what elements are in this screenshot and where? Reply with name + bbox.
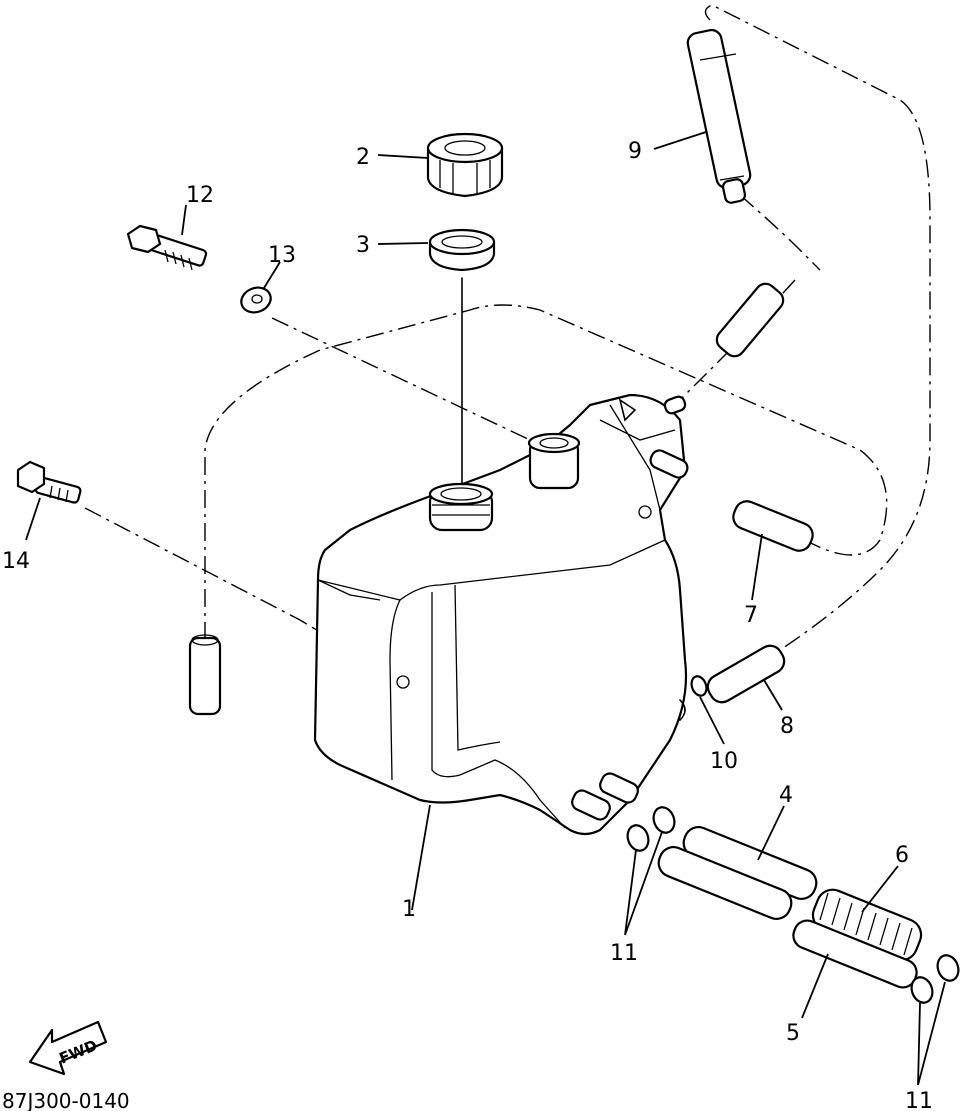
callout-9: 9 <box>628 139 642 164</box>
hose-7 <box>732 500 814 552</box>
bolt-14 <box>16 460 82 504</box>
clip-10 <box>690 675 708 697</box>
callout-5: 5 <box>786 1021 800 1046</box>
callout-labels: 1 2 3 4 5 6 7 8 9 10 11 11 12 13 14 <box>2 139 933 1111</box>
callout-6: 6 <box>895 843 909 868</box>
callout-13: 13 <box>268 243 296 268</box>
callout-7: 7 <box>744 603 758 628</box>
breather-hose-left <box>188 634 222 716</box>
washer-13 <box>240 286 272 314</box>
callout-4: 4 <box>779 783 793 808</box>
callout-14: 14 <box>2 549 30 574</box>
callout-11-right: 11 <box>905 1089 933 1111</box>
callout-3: 3 <box>356 233 370 258</box>
cap-gasket <box>428 228 496 272</box>
hose-8 <box>706 644 786 704</box>
callout-12: 12 <box>186 183 214 208</box>
leader-lines <box>25 131 946 1086</box>
oil-tank <box>313 393 689 836</box>
hose-4b <box>657 845 793 921</box>
callout-1: 1 <box>402 897 416 922</box>
clips-11-right <box>910 954 960 1004</box>
hose-9 <box>686 28 752 204</box>
drawing-code: 87J300-0140 <box>2 1089 130 1111</box>
forward-direction-arrow: FWD <box>28 1020 108 1076</box>
callout-11-left: 11 <box>610 941 638 966</box>
bolt-12 <box>126 224 208 271</box>
callout-2: 2 <box>356 145 370 170</box>
callout-8: 8 <box>780 714 794 739</box>
callout-10: 10 <box>710 749 738 774</box>
clips-11-left <box>626 806 676 852</box>
tank-cap <box>426 132 504 198</box>
hose-mid <box>715 282 785 358</box>
